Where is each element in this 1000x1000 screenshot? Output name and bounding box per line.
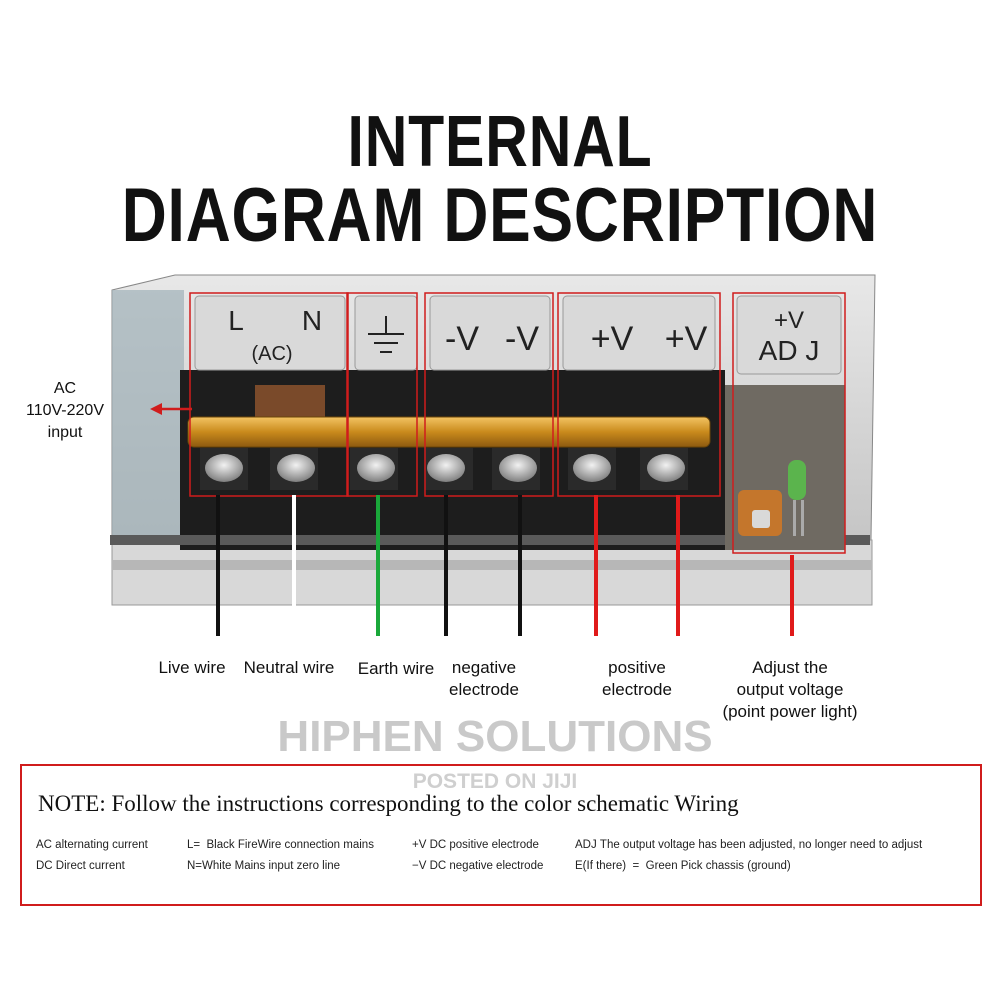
adjust-label: Adjust the output voltage (point power l… <box>710 657 870 723</box>
ac-input-line2: 110V-220V <box>26 402 104 419</box>
positive-electrode-label: positive electrode <box>590 657 684 701</box>
legend-row1-col1: AC alternating current <box>36 839 148 851</box>
negative-label-line2: electrode <box>449 680 519 699</box>
legend-row1-col3: +V DC positive electrode <box>412 839 539 851</box>
legend-row1-col2: L= Black FireWire connection mains <box>187 839 374 851</box>
terminal-pos-label-1: +V <box>591 320 634 358</box>
ac-input-line1: AC <box>53 380 77 397</box>
terminal-n-label: N <box>302 305 322 336</box>
legend-row2-col3: −V DC negative electrode <box>412 860 544 872</box>
terminal-adj-label-1: +V <box>774 307 804 334</box>
ac-input-label: AC 110V-220V input <box>10 378 120 444</box>
ac-input-line3: input <box>47 424 83 441</box>
adjust-label-line2: output voltage <box>736 680 844 699</box>
legend-row2-col4: E(If there) = Green Pick chassis (ground… <box>575 860 791 872</box>
legend-row2-col1: DC Direct current <box>36 860 125 872</box>
earth-wire-label: Earth wire <box>357 659 435 678</box>
legend-row1-col4: ADJ The output voltage has been adjusted… <box>575 839 923 851</box>
terminal-l-label: L <box>228 305 244 336</box>
adjust-label-line1: Adjust the <box>752 658 828 677</box>
terminal-neg-label-2: -V <box>505 320 539 358</box>
ac-input-arrow <box>150 403 192 415</box>
title-line-2: DIAGRAM DESCRIPTION <box>121 173 879 258</box>
neutral-wire-label: Neutral wire <box>243 658 335 677</box>
live-wire-label: Live wire <box>158 658 226 677</box>
positive-label-line2: electrode <box>602 680 672 699</box>
power-supply-diagram: L N (AC) -V -V +V +V +V AD J <box>110 274 876 636</box>
title-line-1: INTERNAL <box>347 102 653 182</box>
terminal-pos-label-2: +V <box>665 320 708 358</box>
adjust-potentiometer <box>738 490 782 536</box>
watermark-posted: POSTED ON JIJI <box>412 770 578 793</box>
negative-label-line1: negative <box>451 658 517 677</box>
positive-label-line1: positive <box>608 658 666 677</box>
legend-row2-col2: N=White Mains input zero line <box>187 860 341 872</box>
ground-icon <box>368 316 404 353</box>
terminal-group-frames <box>189 292 846 554</box>
terminal-neg-label-1: -V <box>445 320 479 358</box>
terminal-screws <box>200 448 688 490</box>
watermark-brand: HIPHEN SOLUTIONS <box>277 712 713 761</box>
wires <box>216 495 794 636</box>
adjust-label-line3: (point power light) <box>722 702 858 721</box>
terminal-cover-bar <box>187 416 711 448</box>
negative-electrode-label: negative electrode <box>438 657 530 701</box>
power-led <box>788 460 806 536</box>
terminal-adj-label-2: AD J <box>759 335 820 366</box>
note-title: NOTE: Follow the instructions correspond… <box>38 791 739 816</box>
note-box: NOTE: Follow the instructions correspond… <box>20 764 982 906</box>
terminal-ac-label: (AC) <box>251 343 292 365</box>
